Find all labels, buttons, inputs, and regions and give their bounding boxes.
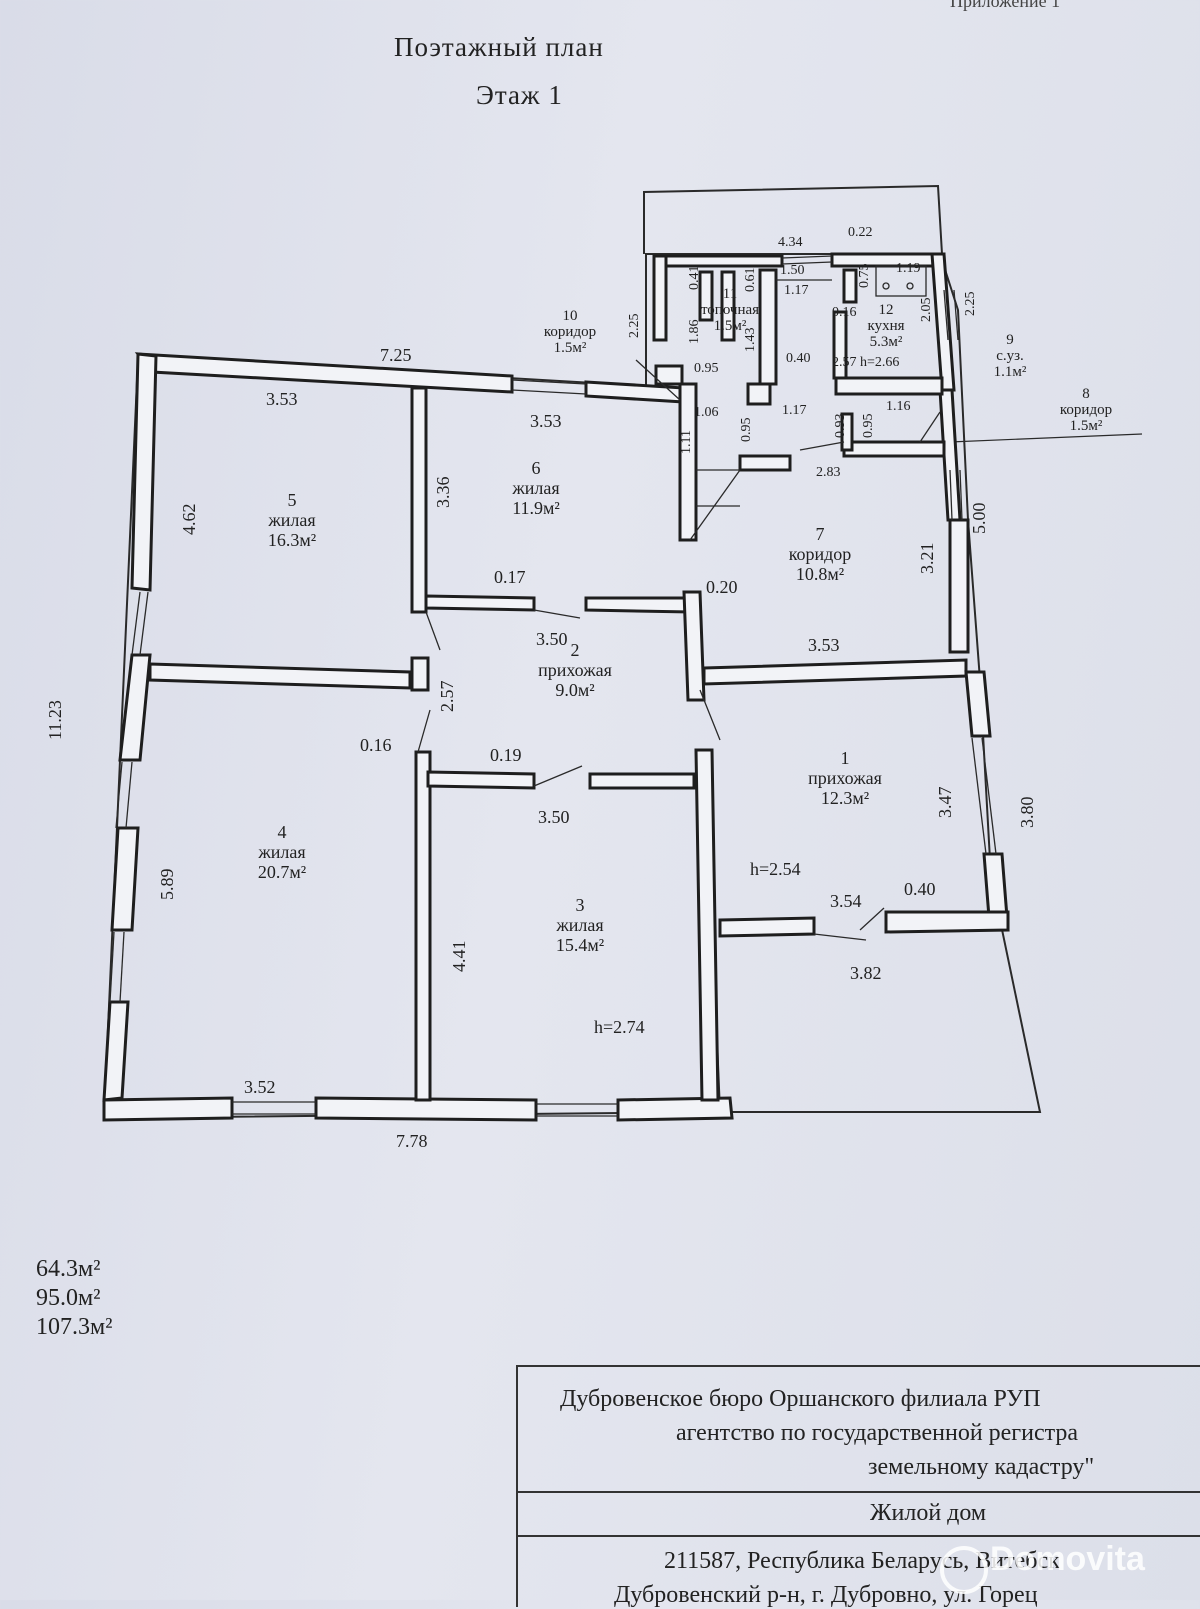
dim-4-41: 4.41	[449, 940, 469, 973]
appendix-label: Приложение 1	[950, 0, 1061, 11]
dim-1-16: 1.16	[886, 399, 911, 414]
dim-7-25: 7.25	[380, 345, 412, 365]
stamp-org-line3: земельному кадастру"	[868, 1454, 1095, 1480]
dim-0-61: 0.61	[743, 267, 758, 293]
floor-label: Этаж 1	[476, 80, 563, 110]
dim-5-89: 5.89	[157, 868, 177, 901]
dim-4-34: 4.34	[778, 235, 803, 250]
dim-2-05: 2.05	[919, 297, 934, 323]
dim-2-83: 2.83	[816, 465, 841, 480]
dim-0-95-a: 0.95	[694, 361, 719, 376]
dim-0-95-b: 0.95	[739, 417, 754, 443]
dim-1-17-annex: 1.17	[784, 283, 809, 298]
dim-0-16-annex: 0.16	[832, 305, 857, 320]
total-general-area: 95.0м²	[36, 1285, 101, 1311]
height-2-54: h=2.54	[750, 859, 801, 879]
dim-2-25-right: 2.25	[963, 291, 978, 317]
dim-0-22: 0.22	[848, 225, 873, 240]
dim-1-86: 1.86	[687, 319, 702, 345]
total-living-area: 64.3м²	[36, 1256, 101, 1282]
dim-5-00: 5.00	[969, 502, 989, 535]
dim-0-16: 0.16	[360, 735, 392, 755]
stamp-address-line1: 211587, Республика Беларусь, Витебск	[664, 1548, 1060, 1574]
dim-0-93: 0.93	[833, 413, 848, 439]
dim-3-50-bottom: 3.50	[538, 807, 570, 827]
dim-3-36: 3.36	[433, 476, 453, 509]
dim-1-19: 1.19	[896, 261, 921, 276]
dim-3-80: 3.80	[1017, 796, 1037, 829]
watermark: Domovita	[990, 1540, 1145, 1578]
total-area: 107.3м²	[36, 1314, 113, 1340]
dim-3-82: 3.82	[850, 963, 882, 983]
stamp-org-line1: Дубровенское бюро Оршанского филиала РУП	[560, 1386, 1041, 1412]
height-2-74: h=2.74	[594, 1017, 645, 1037]
dim-4-62: 4.62	[179, 503, 199, 536]
dim-3-53-room5: 3.53	[266, 389, 298, 409]
dim-3-47: 3.47	[935, 786, 955, 819]
dim-1-17-corridor: 1.17	[782, 403, 807, 418]
dim-0-95-c: 0.95	[861, 413, 876, 439]
dim-0-20: 0.20	[706, 577, 738, 597]
dim-7-78: 7.78	[396, 1131, 428, 1151]
dim-0-40-annex: 0.40	[786, 351, 811, 366]
dim-2-25-left: 2.25	[627, 313, 642, 339]
dim-0-19: 0.19	[490, 745, 522, 765]
dim-11-23: 11.23	[45, 700, 65, 740]
dim-0-41: 0.41	[687, 265, 702, 291]
dim-0-17: 0.17	[494, 567, 526, 587]
area-totals: 64.3м² 95.0м² 107.3м²	[36, 1255, 112, 1342]
dim-1-43: 1.43	[743, 327, 758, 353]
dim-3-50-top: 3.50	[536, 629, 568, 649]
stamp-org-line2: агентство по государственной регистра	[676, 1420, 1079, 1446]
dim-0-40-entrance: 0.40	[904, 879, 936, 899]
dim-3-53-corridor: 3.53	[808, 635, 840, 655]
dim-3-54: 3.54	[830, 891, 862, 911]
dim-2-57-h-2-66: 2.57 h=2.66	[832, 355, 900, 370]
dim-3-21: 3.21	[917, 542, 937, 575]
watermark-logo-icon	[940, 1546, 988, 1594]
dim-3-53-room6: 3.53	[530, 411, 562, 431]
dim-1-11: 1.11	[679, 430, 694, 454]
dim-0-75: 0.75	[857, 263, 872, 289]
dim-3-52: 3.52	[244, 1077, 276, 1097]
page-title: Поэтажный план	[394, 32, 604, 62]
dim-1-06: 1.06	[694, 405, 719, 420]
dim-1-50: 1.50	[780, 263, 805, 278]
dim-2-57: 2.57	[437, 680, 457, 713]
stamp-object: Жилой дом	[870, 1500, 987, 1526]
